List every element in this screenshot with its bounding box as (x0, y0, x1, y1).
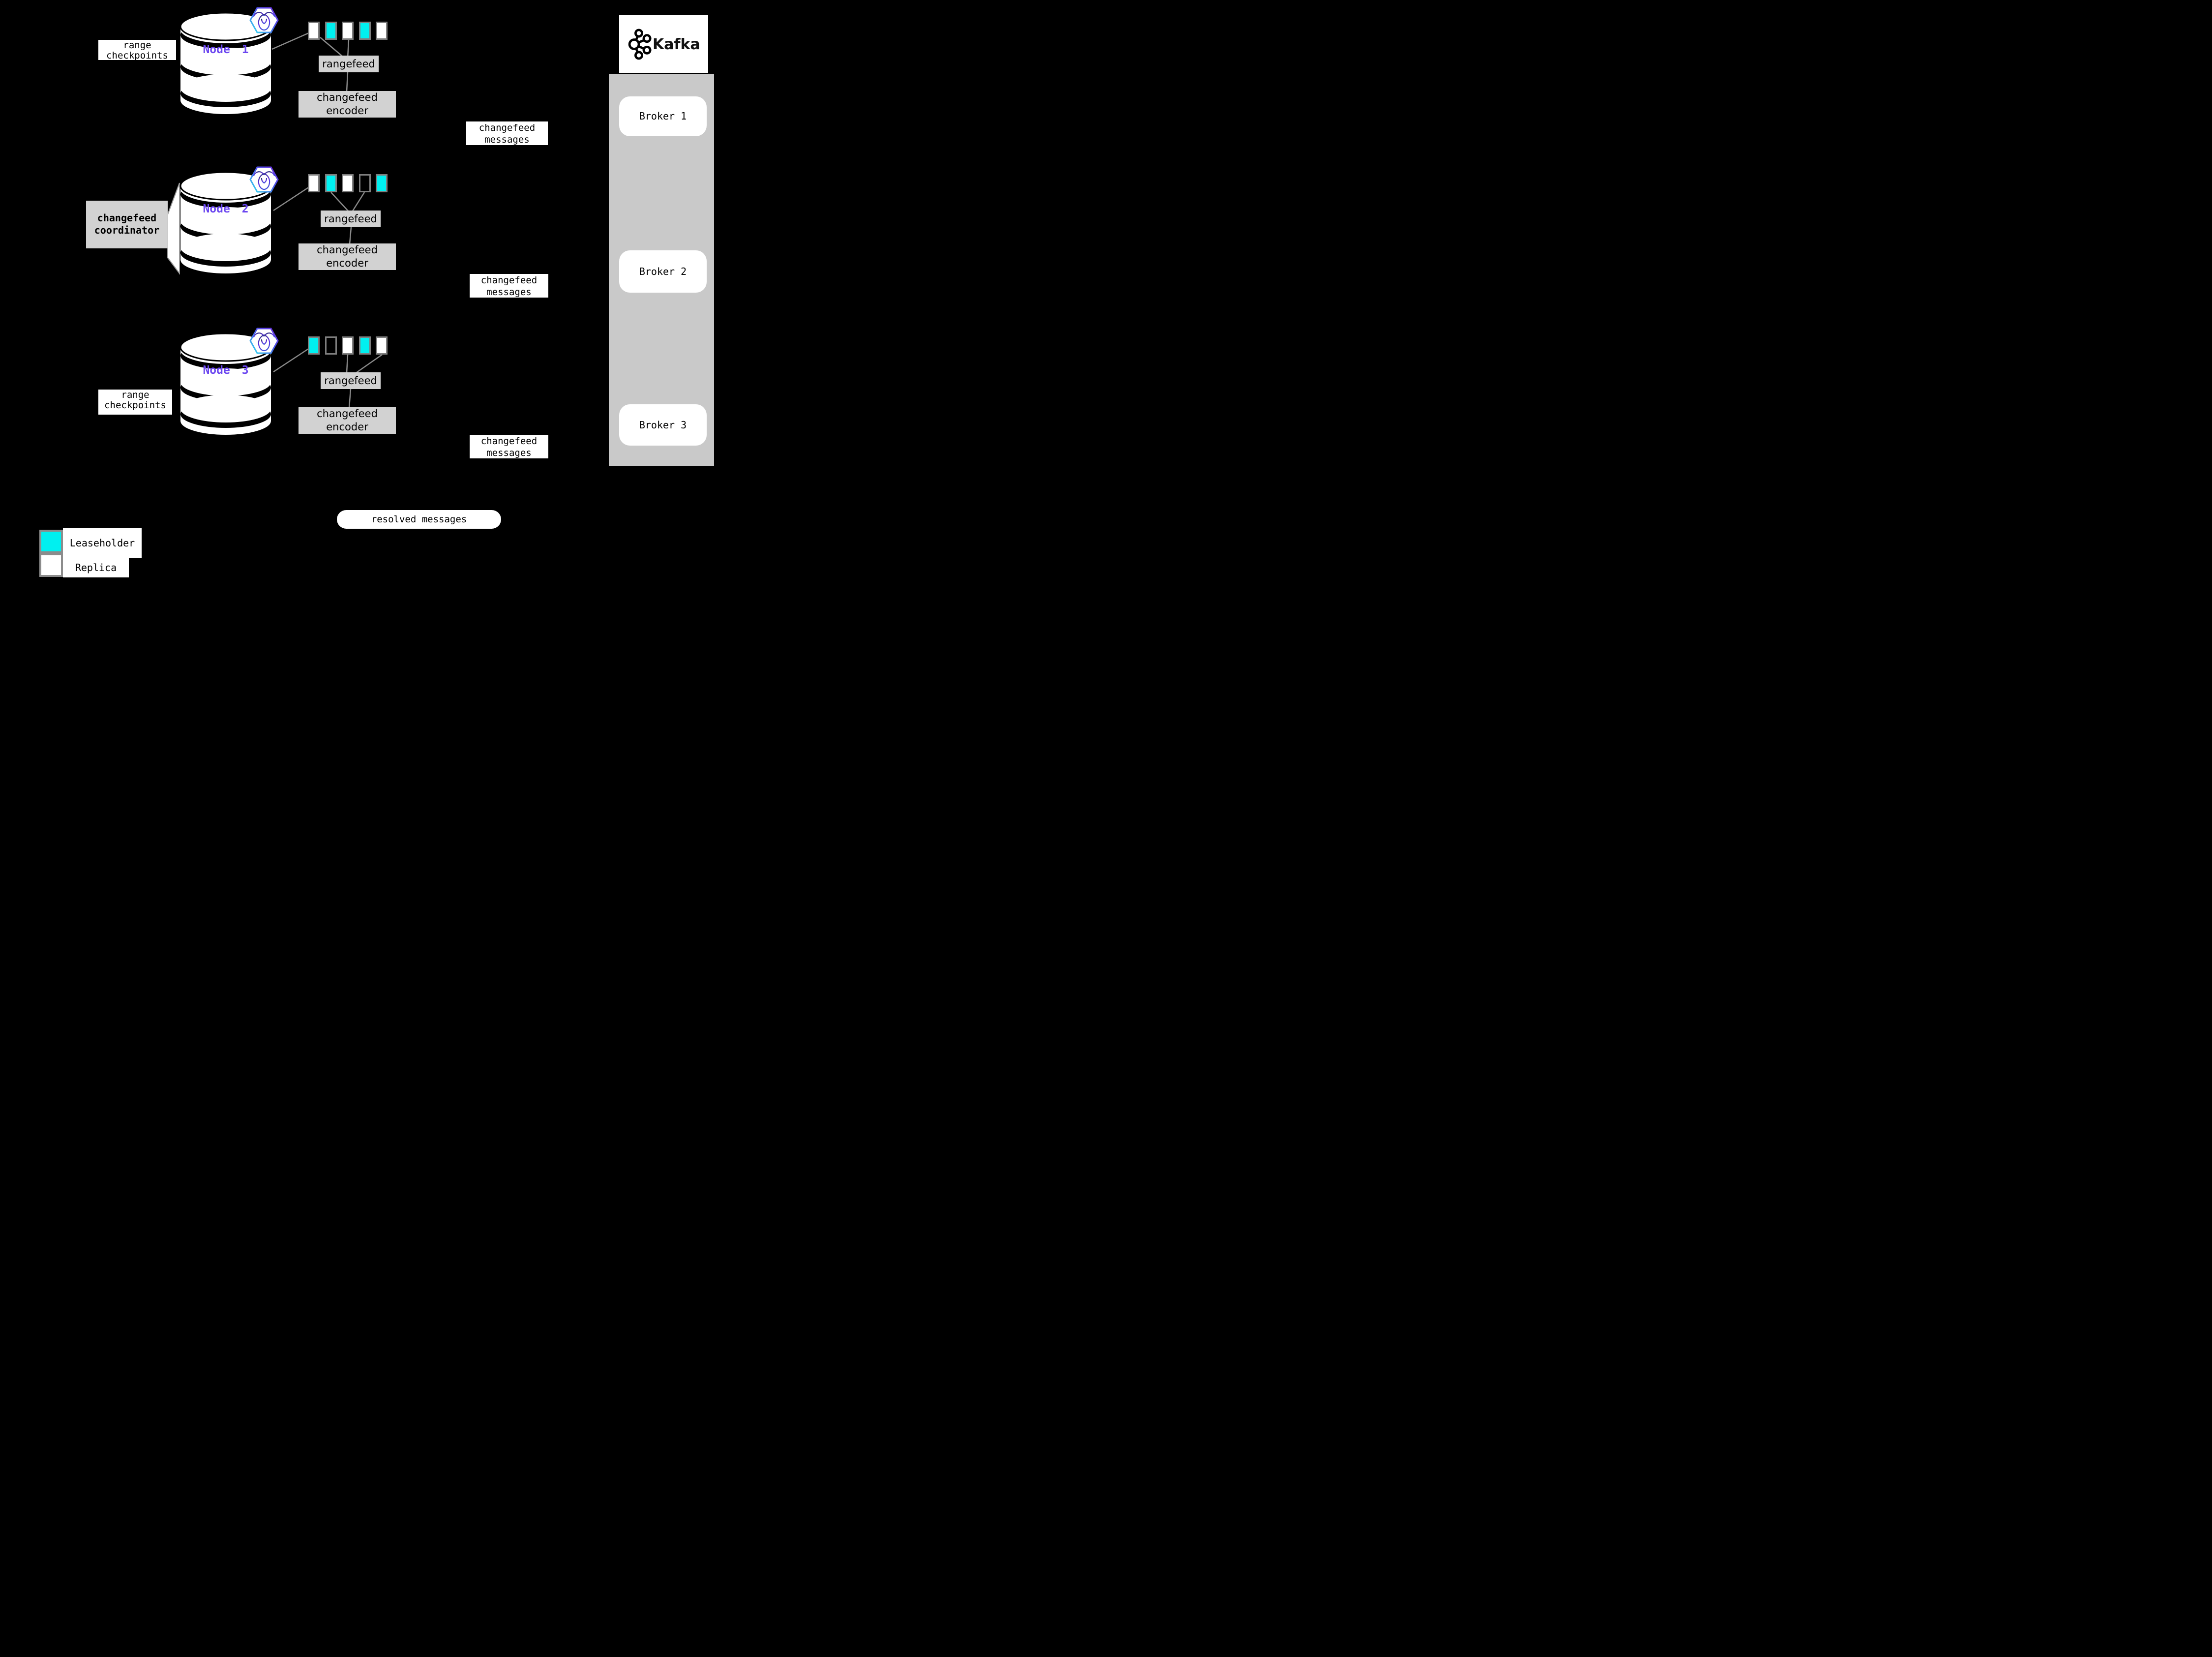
changefeed-architecture-diagram: range checkpoints Node 1 rangefeed chang… (0, 0, 771, 577)
kafka-logo-box: Kafka (619, 15, 708, 73)
legend-replica-swatch (39, 553, 63, 577)
range-square (308, 174, 320, 192)
connector-lines (167, 32, 714, 408)
rangefeed-box-node3: rangefeed (321, 372, 381, 389)
range-square (342, 336, 354, 355)
range-square (325, 22, 337, 40)
node2-label: Node 2 (203, 203, 249, 215)
kafka-icon (628, 29, 652, 60)
changefeed-encoder-box-node1: changefeed encoder (299, 91, 396, 118)
broker-3: Broker 3 (619, 404, 707, 446)
range-square (325, 336, 337, 355)
range-square (376, 336, 388, 355)
range-square (359, 336, 371, 355)
node1-label: Node 1 (203, 43, 249, 56)
rangefeed-box-node1: rangefeed (319, 56, 379, 72)
cockroachdb-icon-node1 (249, 7, 279, 33)
range-square (376, 22, 388, 40)
database-cylinder-node2 (179, 171, 272, 273)
changefeed-messages-label-node1: changefeed messages (466, 121, 548, 145)
range-square (376, 174, 388, 192)
resolved-messages-label: resolved messages (337, 510, 501, 529)
changefeed-coordinator-label: changefeed coordinator (86, 201, 168, 248)
range-checkpoints-label-node3: range checkpoints (98, 390, 172, 415)
database-cylinder-node3 (179, 332, 272, 435)
changefeed-messages-label-node3: changefeed messages (470, 435, 548, 458)
range-square (308, 336, 320, 355)
cockroachdb-icon-node2 (249, 166, 279, 193)
legend-leaseholder-label: Leaseholder (63, 528, 142, 558)
node3-label: Node 3 (203, 364, 249, 377)
range-square (325, 174, 337, 192)
changefeed-encoder-box-node3: changefeed encoder (299, 407, 396, 434)
cockroachdb-icon-node3 (249, 328, 279, 354)
broker-1: Broker 1 (619, 96, 707, 136)
changefeed-messages-label-node2: changefeed messages (470, 274, 548, 298)
range-square (308, 22, 320, 40)
broker-2: Broker 2 (619, 250, 707, 293)
range-checkpoints-label-node1: range checkpoints (98, 40, 176, 60)
changefeed-encoder-box-node2: changefeed encoder (299, 243, 396, 270)
range-square (342, 22, 354, 40)
rangefeed-box-node2: rangefeed (321, 211, 381, 227)
legend-leaseholder-swatch (39, 530, 63, 553)
range-square (359, 22, 371, 40)
range-square (359, 174, 371, 192)
range-square (342, 174, 354, 192)
kafka-brand-label: Kafka (653, 36, 700, 53)
database-cylinder-node1 (179, 12, 272, 114)
coordinator-pointer (167, 182, 180, 275)
legend-replica-label: Replica (63, 558, 129, 577)
